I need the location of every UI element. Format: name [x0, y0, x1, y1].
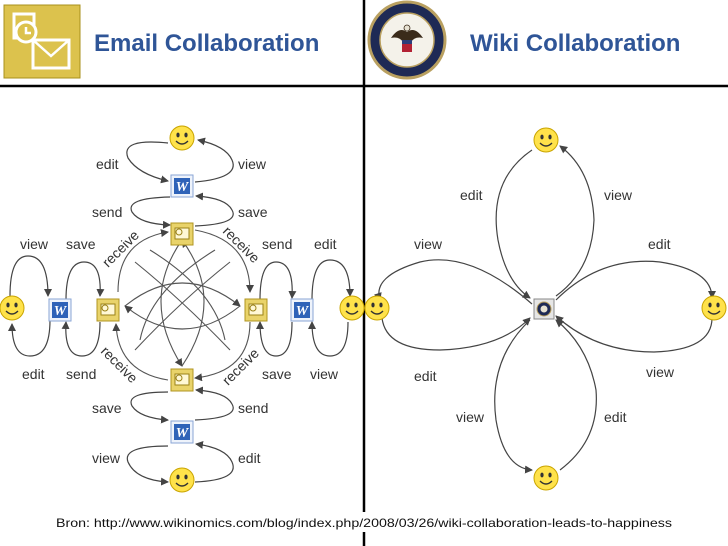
email-collaboration-diagram: edit view send save view save edit send … — [0, 125, 365, 493]
email-collaboration-title: Email Collaboration — [94, 30, 319, 57]
word-document-icon — [290, 298, 314, 322]
send-label: send — [66, 366, 96, 382]
view-label: view — [20, 236, 49, 252]
view-label: view — [604, 187, 633, 203]
outlook-mail-icon — [244, 298, 268, 322]
outlook-mail-icon — [170, 222, 194, 246]
edit-label: edit — [22, 366, 45, 382]
edit-label: edit — [238, 450, 261, 466]
edit-label: edit — [96, 156, 119, 172]
save-label: save — [66, 236, 96, 252]
user-smiley-icon — [533, 465, 559, 491]
receive-label: receive — [219, 345, 262, 388]
word-document-icon — [48, 298, 72, 322]
user-smiley-icon — [339, 295, 365, 321]
wiki-collaboration-diagram: edit view view edit edit view view edit — [364, 127, 727, 491]
view-label: view — [92, 450, 121, 466]
user-smiley-icon — [701, 295, 727, 321]
source-caption: Bron: http://www.wikinomics.com/blog/ind… — [54, 512, 674, 532]
view-label: view — [414, 236, 443, 252]
edit-label: edit — [648, 236, 671, 252]
outlook-mail-icon — [96, 298, 120, 322]
edit-label: edit — [460, 187, 483, 203]
word-document-icon — [170, 174, 194, 198]
user-smiley-icon — [533, 127, 559, 153]
save-label: save — [238, 204, 268, 220]
edit-label: edit — [414, 368, 437, 384]
view-label: view — [310, 366, 339, 382]
send-label: send — [238, 400, 268, 416]
agency-seal-icon — [367, 0, 447, 80]
send-label: send — [92, 204, 122, 220]
edit-label: edit — [314, 236, 337, 252]
outlook-mail-icon — [170, 368, 194, 392]
user-smiley-icon — [169, 125, 195, 151]
view-label: view — [238, 156, 267, 172]
outlook-logo-icon — [3, 4, 81, 79]
user-smiley-icon — [364, 295, 390, 321]
receive-label: receive — [99, 227, 142, 270]
word-document-icon — [170, 420, 194, 444]
user-smiley-icon — [0, 295, 25, 321]
wiki-seal-icon — [533, 298, 555, 320]
edit-label: edit — [604, 409, 627, 425]
send-label: send — [262, 236, 292, 252]
view-label: view — [456, 409, 485, 425]
wiki-collaboration-title: Wiki Collaboration — [470, 30, 680, 57]
receive-label: receive — [98, 343, 141, 386]
receive-label: receive — [220, 223, 263, 266]
user-smiley-icon — [169, 467, 195, 493]
source-caption-text: Bron: http://www.wikinomics.com/blog/ind… — [56, 516, 672, 530]
view-label: view — [646, 364, 675, 380]
save-label: save — [92, 400, 122, 416]
save-label: save — [262, 366, 292, 382]
